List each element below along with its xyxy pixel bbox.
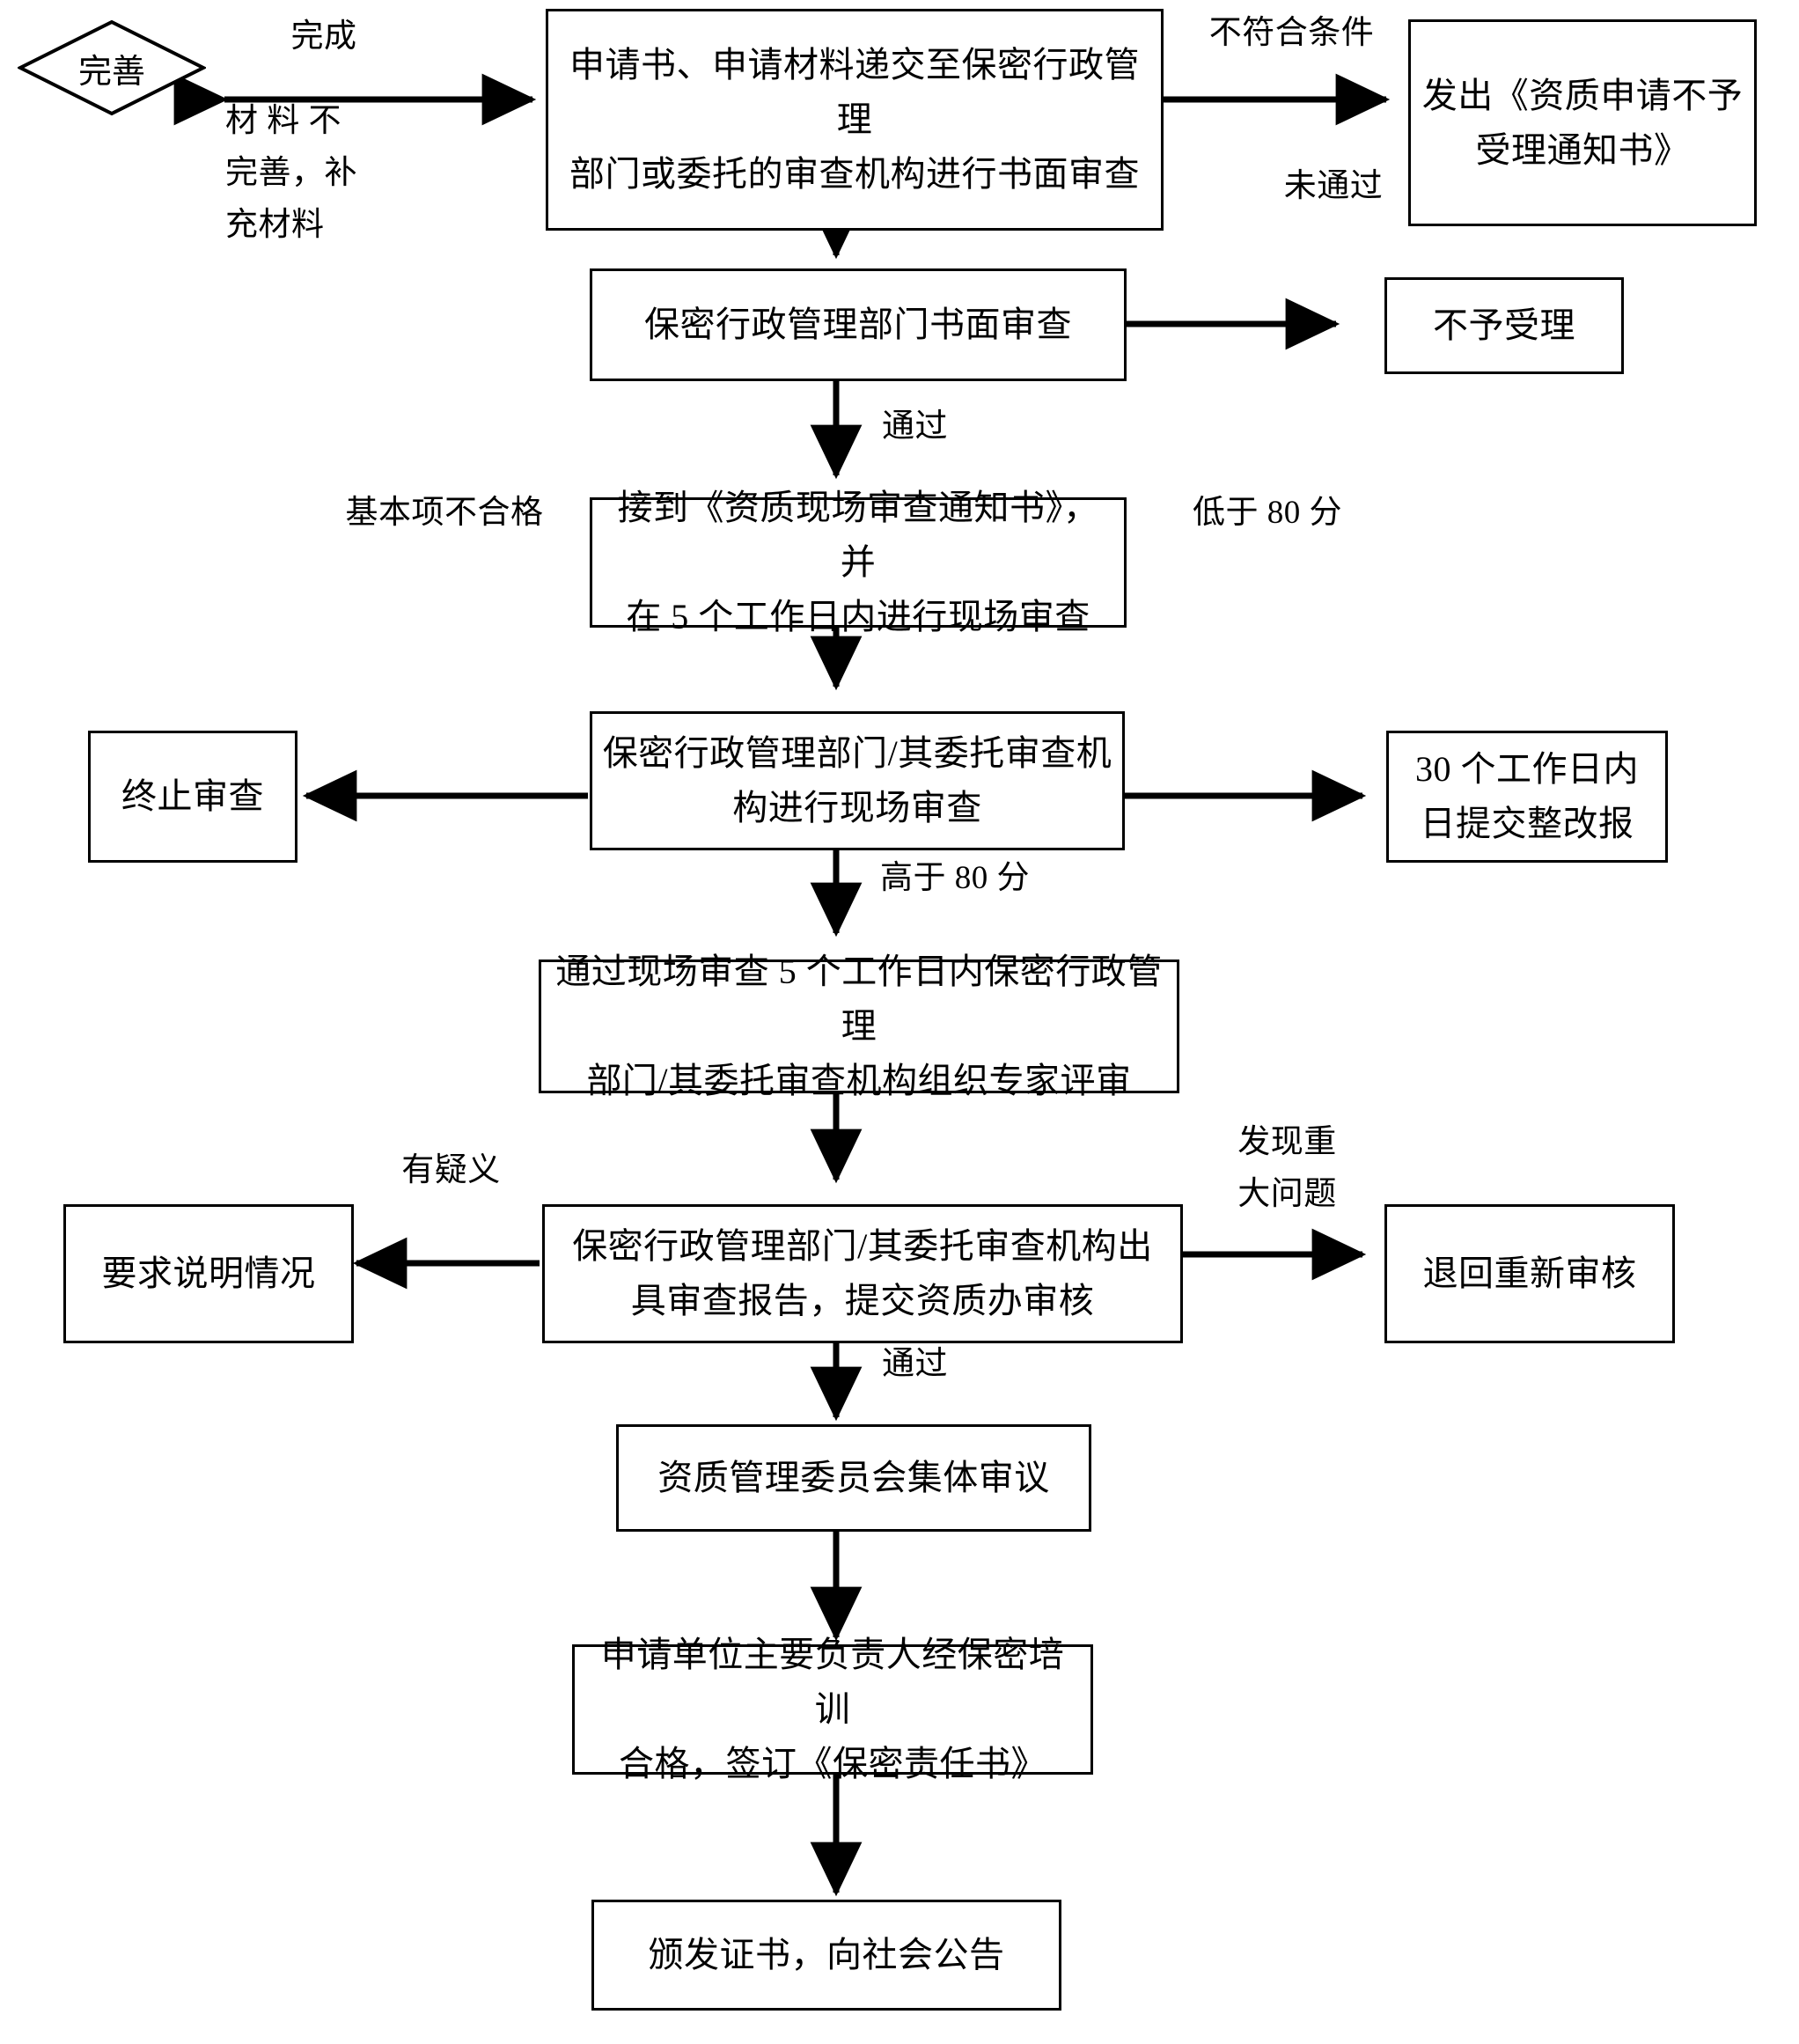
node-return-for-recheck[interactable]: 退回重新审核 — [1384, 1204, 1675, 1343]
edge-label-major-problem: 发现重 大问题 — [1237, 1124, 1337, 1213]
node-training-responsibility[interactable]: 申请单位主要负责人经保密培训 合格，签订《保密责任书》 — [572, 1635, 1093, 1783]
node-terminate-review-label: 终止审查 — [121, 776, 264, 816]
node-issue-certificate-label: 颁发证书，向社会公告 — [648, 1935, 1005, 1974]
edge-label-not-passed: 未通过 — [1283, 168, 1384, 204]
node-request-explanation[interactable]: 要求说明情况 — [63, 1204, 354, 1343]
node-submit-application[interactable]: 申请书、申请材料递交至保密行政管理 部门或委托的审查机构进行书面审查 — [546, 9, 1164, 231]
edge-label-basic-item-failed: 基本项不合格 — [345, 495, 544, 531]
node-committee-deliberation-label: 资质管理委员会集体审议 — [657, 1458, 1050, 1497]
diamond-shape — [18, 19, 206, 116]
node-onsite-notice[interactable]: 接到《资质现场审查通知书》，并 在 5 个工作日内进行现场审查 — [590, 488, 1127, 636]
node-written-review-label: 保密行政管理部门书面审查 — [644, 305, 1072, 344]
node-expert-review-label: 通过现场审查 5 个工作日内保密行政管理 部门/其委托审查机构组织专家评审 — [555, 952, 1163, 1100]
node-training-responsibility-label: 申请单位主要负责人经保密培训 合格，签订《保密责任书》 — [600, 1635, 1065, 1783]
edge-label-above-80: 高于 80 分 — [880, 860, 1030, 896]
edge-label-not-qualified: 不符合条件 — [1208, 15, 1375, 51]
node-onsite-notice-label: 接到《资质现场审查通知书》，并 在 5 个工作日内进行现场审查 — [617, 488, 1099, 636]
edge-label-has-doubt: 有疑义 — [401, 1152, 501, 1188]
node-rectification-report[interactable]: 30 个工作日内 日提交整改报 — [1386, 731, 1668, 863]
node-committee-deliberation[interactable]: 资质管理委员会集体审议 — [616, 1424, 1091, 1532]
edge-label-below-80: 低于 80 分 — [1193, 495, 1342, 531]
edge-label-passed-2: 通过 — [882, 1346, 948, 1382]
node-rectification-report-label: 30 个工作日内 日提交整改报 — [1415, 749, 1639, 843]
node-request-explanation-label: 要求说明情况 — [101, 1254, 316, 1293]
node-written-review[interactable]: 保密行政管理部门书面审查 — [590, 268, 1127, 381]
edge-label-complete: 完成 — [290, 18, 357, 55]
node-not-accepted-label: 不予受理 — [1433, 305, 1575, 345]
node-review-report-label: 保密行政管理部门/其委托审查机构出 具审查报告，提交资质办审核 — [572, 1226, 1153, 1320]
node-improve[interactable]: 完善 — [18, 19, 206, 116]
node-onsite-review-label: 保密行政管理部门/其委托审查机 构进行现场审查 — [602, 733, 1112, 827]
node-onsite-review[interactable]: 保密行政管理部门/其委托审查机 构进行现场审查 — [590, 711, 1125, 850]
node-issue-rejection-notice[interactable]: 发出《资质申请不予 受理通知书》 — [1408, 19, 1757, 226]
node-terminate-review[interactable]: 终止审查 — [88, 731, 297, 863]
edge-label-passed-1: 通过 — [882, 408, 948, 445]
node-improve-label: 完善 — [77, 53, 145, 91]
node-expert-review[interactable]: 通过现场审查 5 个工作日内保密行政管理 部门/其委托审查机构组织专家评审 — [539, 952, 1179, 1100]
edge-label-materials-incomplete: 材 料 不 完善，补 充材料 — [225, 103, 357, 244]
node-submit-application-label: 申请书、申请材料递交至保密行政管理 部门或委托的审查机构进行书面审查 — [569, 45, 1140, 194]
node-review-report[interactable]: 保密行政管理部门/其委托审查机构出 具审查报告，提交资质办审核 — [542, 1204, 1183, 1343]
node-return-for-recheck-label: 退回重新审核 — [1422, 1254, 1637, 1293]
node-not-accepted[interactable]: 不予受理 — [1384, 277, 1624, 374]
node-issue-rejection-notice-label: 发出《资质申请不予 受理通知书》 — [1421, 75, 1744, 170]
node-issue-certificate[interactable]: 颁发证书，向社会公告 — [591, 1900, 1061, 2011]
